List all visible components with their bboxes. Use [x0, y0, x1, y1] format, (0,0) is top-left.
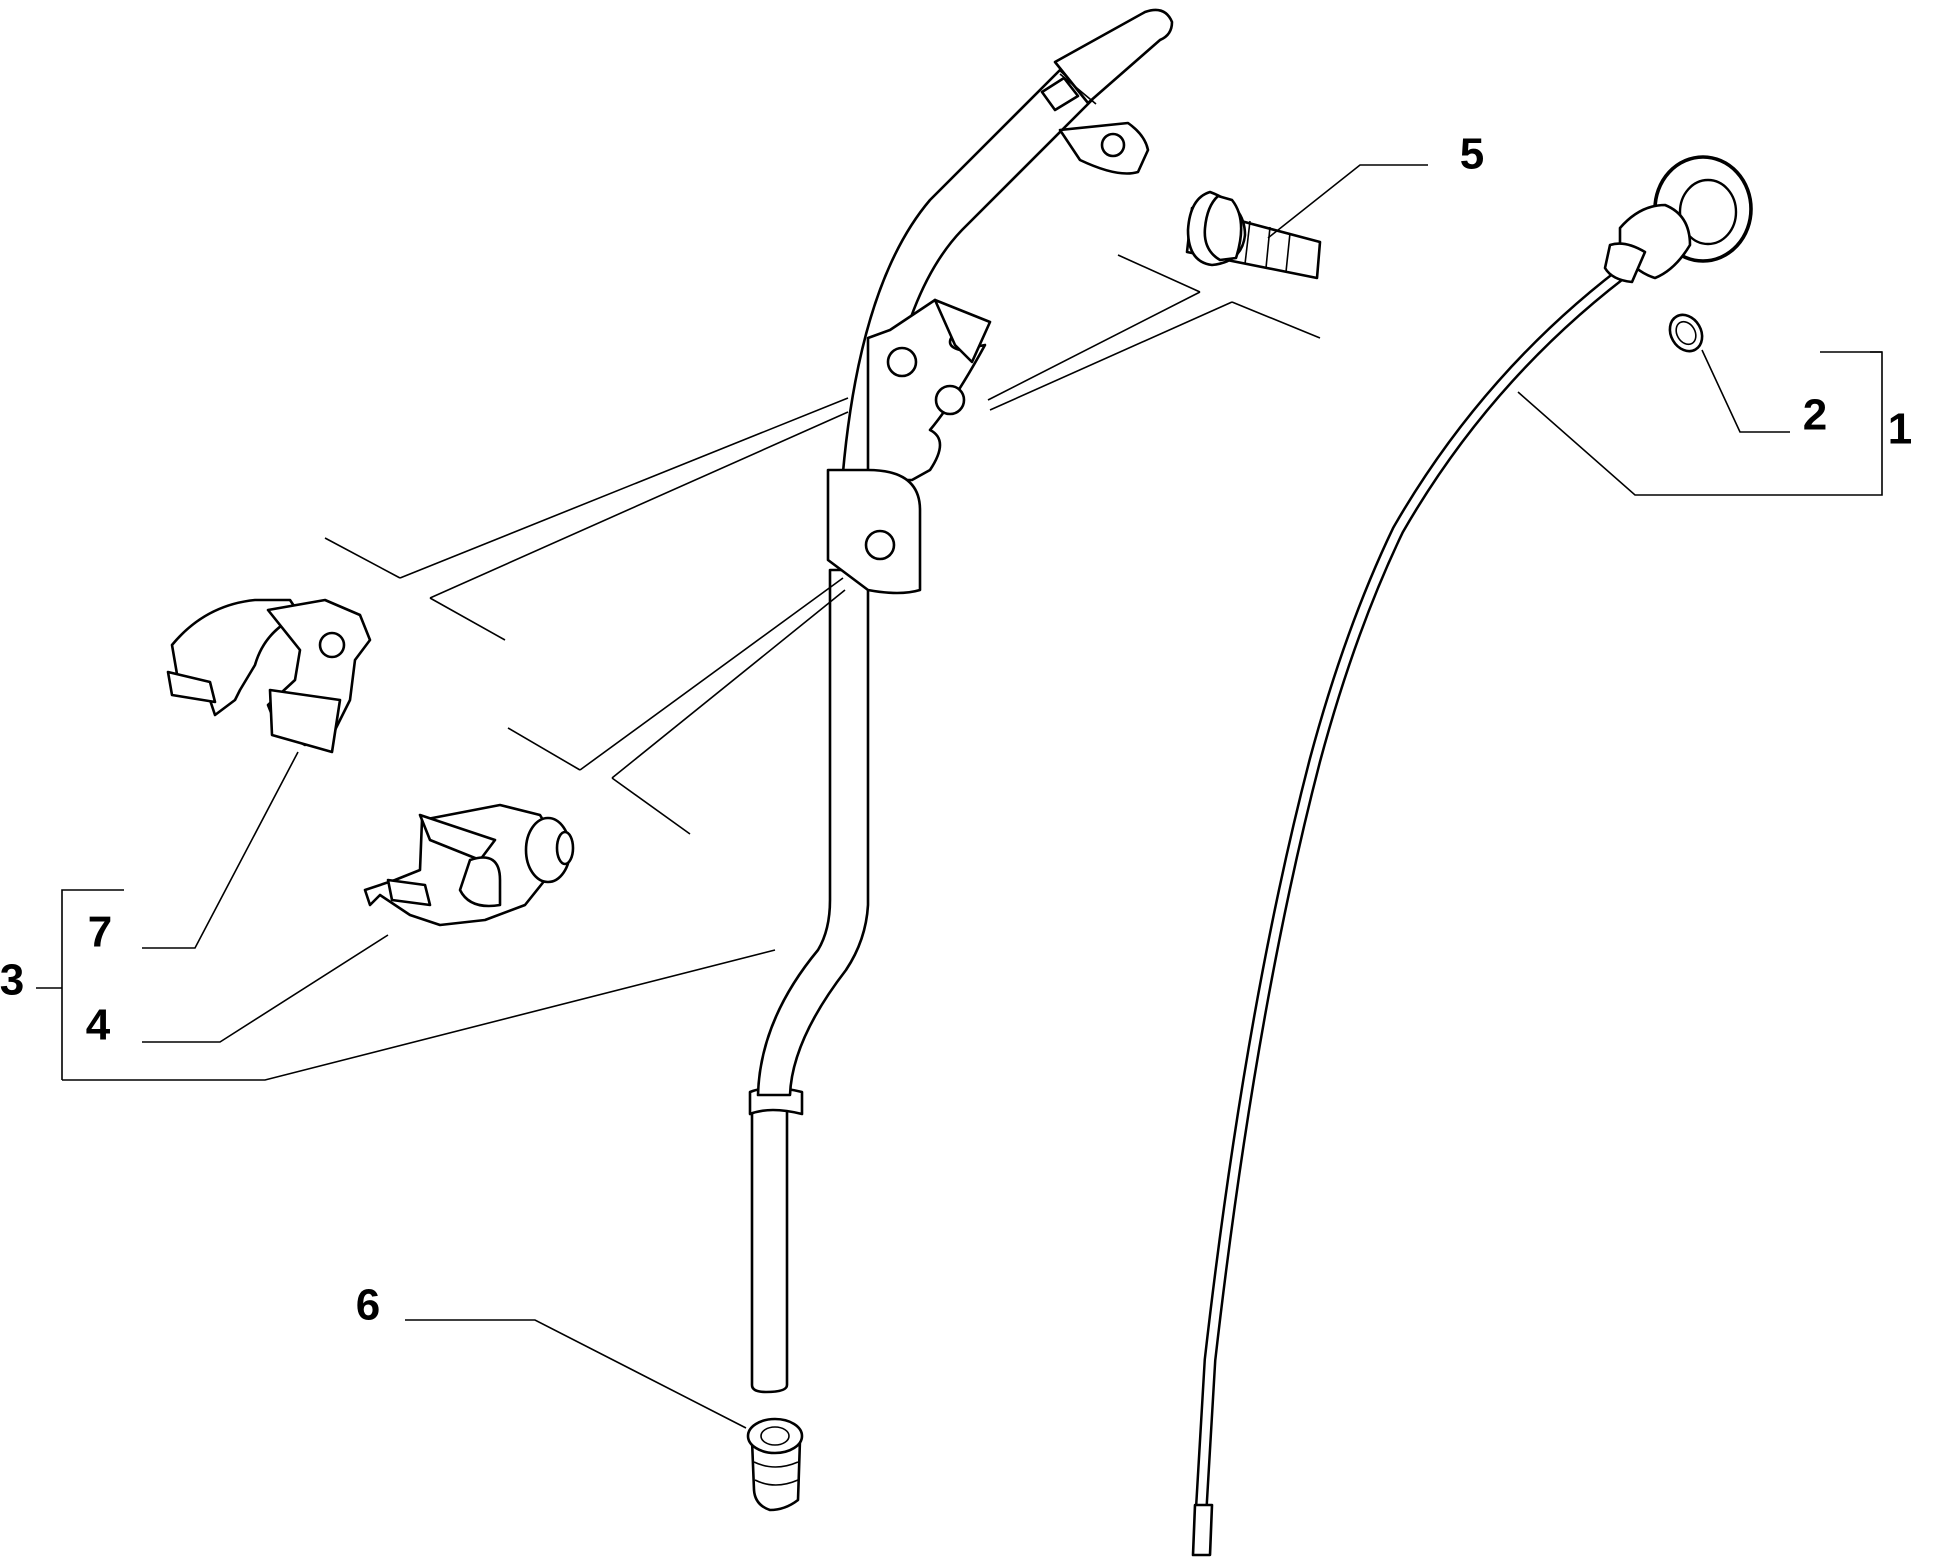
lower-clip: [363, 803, 575, 927]
o-ring: [1668, 313, 1704, 353]
callout-6: 6: [356, 1281, 380, 1330]
callout-2: 2: [1803, 391, 1827, 440]
callout-leaders: [36, 164, 1883, 1429]
callout-7: 7: [88, 908, 112, 957]
callout-3: 3: [0, 956, 24, 1005]
guide-tube: [748, 8, 1174, 1394]
grommet: [746, 1417, 804, 1512]
callout-1: 1: [1888, 405, 1912, 454]
assembly-guides: [324, 254, 1321, 835]
dipstick: [1191, 155, 1753, 1557]
callout-4: 4: [86, 1001, 111, 1050]
bolt: [1185, 190, 1322, 280]
upper-clip: [166, 598, 372, 754]
callout-5: 5: [1460, 130, 1484, 179]
